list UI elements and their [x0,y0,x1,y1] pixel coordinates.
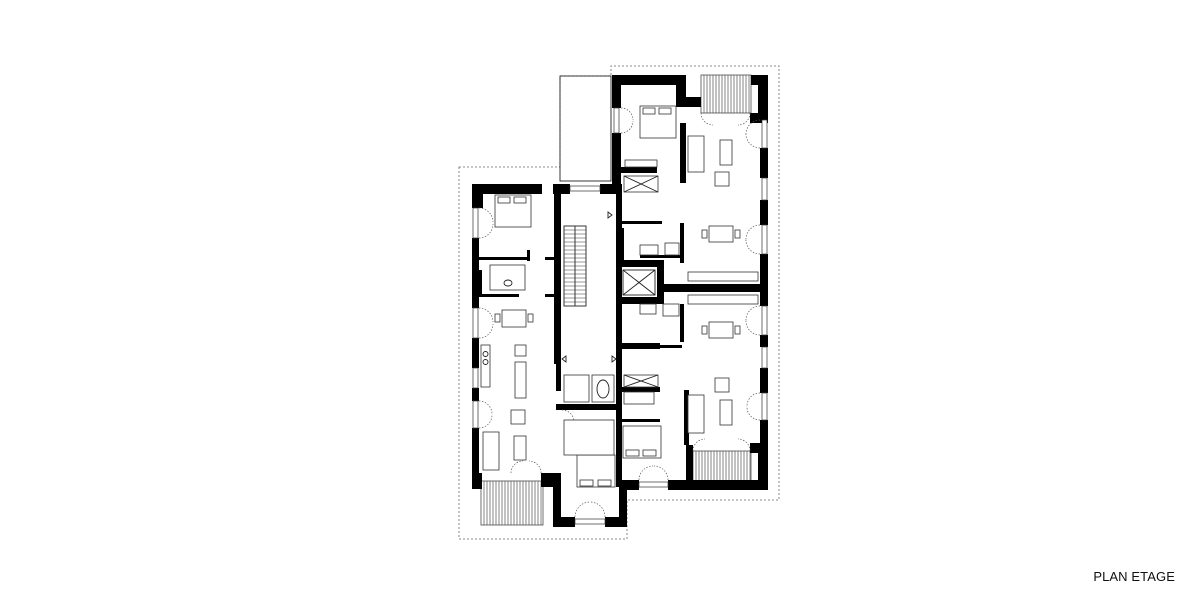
canopy-outline [559,75,612,182]
staircase [561,211,656,363]
interior-walls [479,123,760,487]
door-swings [478,107,761,518]
balcony-top-right [700,74,752,114]
windows [472,107,768,525]
furniture [480,105,759,488]
drawing-caption: PLAN ETAGE [1093,569,1175,584]
balcony-bottom-left [480,480,544,526]
exterior-walls [472,75,768,527]
